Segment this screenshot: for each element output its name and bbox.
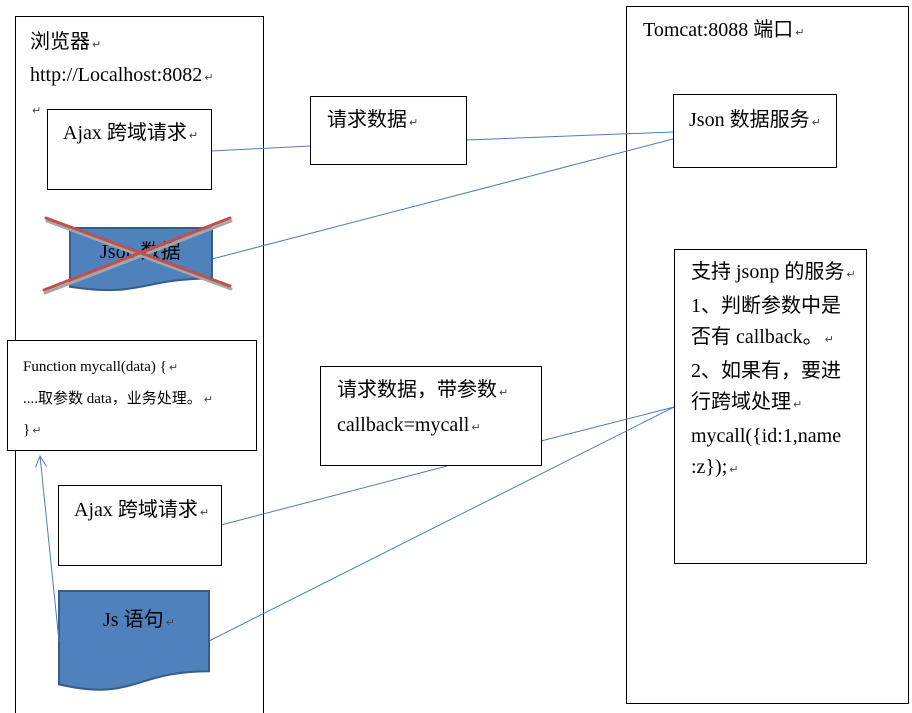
jsonp-service-line: 支持 jsonp 的服务↵ bbox=[691, 261, 856, 283]
browser-title: 浏览器↵ bbox=[30, 31, 102, 53]
paragraph-mark: ↵ bbox=[793, 398, 803, 411]
ajax-request-label: Ajax 跨域请求↵ bbox=[63, 122, 199, 144]
json-data-label: Json 数据 bbox=[100, 241, 181, 263]
request-param-line: 请求数据，带参数↵ bbox=[337, 379, 509, 401]
jsonp-service-line: 2、如果有，要进 bbox=[691, 359, 841, 382]
callback-line: Function mycall(data) {↵ bbox=[23, 359, 179, 375]
paragraph-mark: ↵ bbox=[795, 26, 805, 39]
ajax-request-label: Ajax 跨域请求↵ bbox=[74, 499, 210, 521]
paragraph-mark: ↵ bbox=[203, 392, 213, 406]
paragraph-mark: ↵ bbox=[471, 421, 481, 434]
paragraph-mark: ↵ bbox=[499, 386, 509, 399]
paragraph-mark: ↵ bbox=[846, 268, 856, 281]
paragraph-mark: ↵ bbox=[92, 38, 102, 51]
jsonp-service-line: 行跨域处理↵ bbox=[691, 391, 803, 413]
paragraph-mark: ↵ bbox=[729, 463, 739, 476]
server-title: Tomcat:8088 端口↵ bbox=[643, 19, 805, 41]
paragraph-mark: ↵ bbox=[409, 116, 419, 129]
browser-header: 浏览器↵ http://Localhost:8082↵ ↵ bbox=[30, 27, 213, 126]
request-param-line: callback=mycall↵ bbox=[337, 414, 481, 436]
callback-line: ....取参数 data，业务处理。↵ bbox=[23, 390, 213, 407]
callback-function-box: Function mycall(data) {↵ ....取参数 data，业务… bbox=[7, 340, 257, 451]
tomcat-server-frame bbox=[626, 6, 909, 704]
request-data-label: 请求数据↵ bbox=[327, 109, 419, 131]
json-data-service-box: Json 数据服务↵ bbox=[673, 94, 837, 168]
paragraph-mark: ↵ bbox=[188, 129, 199, 142]
paragraph-mark: ↵ bbox=[165, 616, 175, 629]
paragraph-mark: ↵ bbox=[811, 116, 821, 129]
request-data-box: 请求数据↵ bbox=[310, 96, 467, 165]
paragraph-mark: ↵ bbox=[199, 506, 210, 519]
request-with-callback-box: 请求数据，带参数↵ callback=mycall↵ bbox=[320, 366, 542, 466]
ajax-cross-domain-request-box: Ajax 跨域请求↵ bbox=[47, 109, 212, 190]
empty-paragraph: ↵ bbox=[30, 93, 213, 126]
callback-line: }↵ bbox=[23, 422, 42, 438]
jsonp-service-line: :z});↵ bbox=[691, 456, 739, 478]
jsonp-service-line: mycall({id:1,name bbox=[691, 424, 842, 447]
paragraph-mark: ↵ bbox=[204, 71, 214, 84]
paragraph-mark: ↵ bbox=[168, 361, 179, 374]
js-statement-label: Js 语句↵ bbox=[103, 609, 175, 631]
paragraph-mark: ↵ bbox=[32, 104, 42, 117]
ajax-jsonp-request-box: Ajax 跨域请求↵ bbox=[58, 485, 222, 566]
json-service-label: Json 数据服务↵ bbox=[689, 109, 821, 131]
jsonp-service-line: 1、判断参数中是 bbox=[691, 294, 841, 317]
jsonp-service-box: 支持 jsonp 的服务↵ 1、判断参数中是 否有 callback。↵ 2、如… bbox=[674, 249, 867, 564]
jsonp-service-line: 否有 callback。↵ bbox=[691, 326, 834, 348]
browser-url: http://Localhost:8082↵ bbox=[30, 64, 214, 86]
paragraph-mark: ↵ bbox=[32, 424, 42, 437]
paragraph-mark: ↵ bbox=[824, 333, 834, 346]
